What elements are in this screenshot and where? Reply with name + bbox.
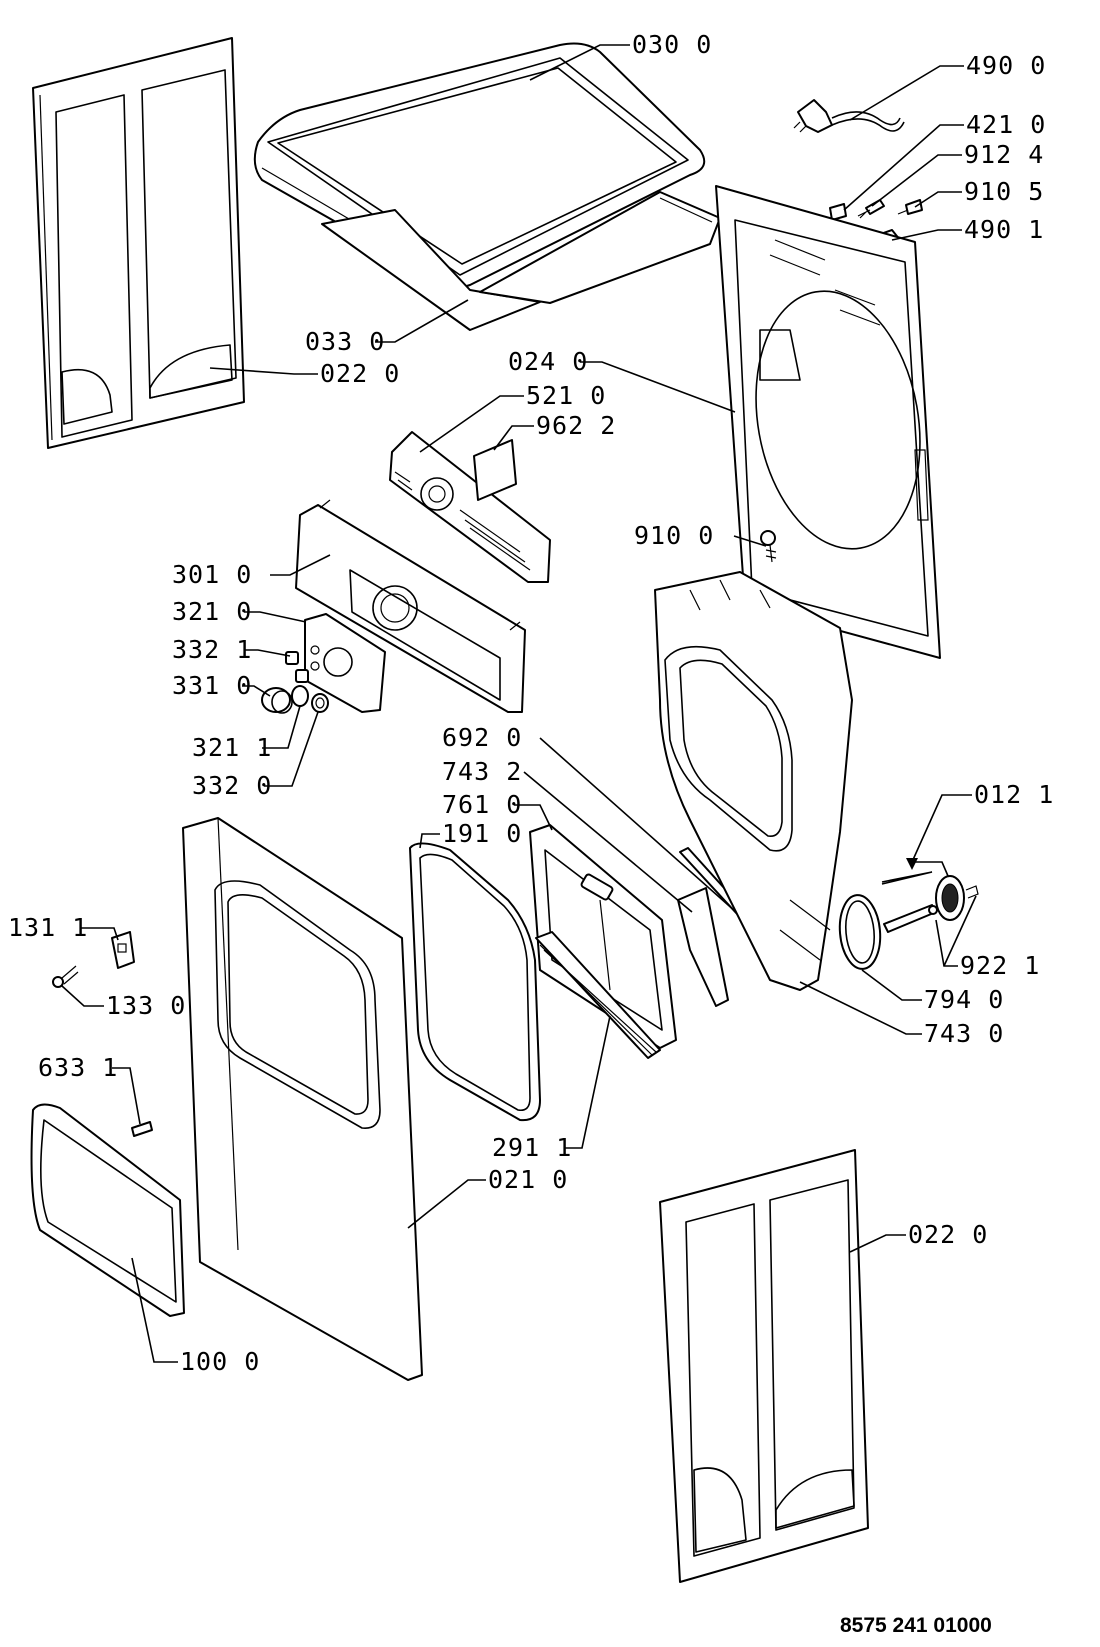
leader-9124	[871, 154, 962, 207]
program-knob	[261, 687, 293, 714]
hinge-1311	[111, 931, 135, 969]
leader-5210	[419, 395, 524, 453]
leader-4210	[843, 124, 964, 211]
label-3310: 331 0	[172, 671, 252, 700]
leader-0300	[529, 44, 630, 81]
leader-3010	[270, 554, 331, 576]
label-9622: 962 2	[536, 411, 616, 440]
label-6331: 633 1	[38, 1053, 118, 1082]
leader-0240	[580, 361, 736, 413]
pulley-shaft	[883, 904, 938, 933]
leader-7610	[514, 804, 553, 831]
label-0330: 033 0	[305, 327, 385, 356]
leader-0220b	[849, 1234, 906, 1253]
leader-4901	[891, 229, 962, 241]
leader-9105	[914, 191, 962, 208]
arrow-0121	[906, 858, 918, 870]
leader-3320	[264, 711, 319, 787]
screw-6331	[131, 1121, 153, 1137]
leader-9221b	[943, 895, 977, 967]
mains-cable	[793, 99, 905, 133]
label-3010: 301 0	[172, 560, 252, 589]
label-9100: 910 0	[634, 521, 714, 550]
label-sticker	[473, 439, 517, 501]
label-0121: 012 1	[974, 780, 1054, 809]
seal-7432	[677, 887, 729, 1007]
leader-1311	[80, 927, 119, 941]
label-0220b: 022 0	[908, 1220, 988, 1249]
label-2911: 291 1	[492, 1133, 572, 1162]
label-1000: 100 0	[180, 1347, 260, 1376]
label-0300: 030 0	[632, 30, 712, 59]
label-6920: 692 0	[442, 723, 522, 752]
front-bulkhead	[654, 571, 853, 991]
label-7940: 794 0	[924, 985, 1004, 1014]
pulley-wheel	[935, 875, 979, 921]
leader-0121c	[881, 871, 933, 885]
label-7432: 743 2	[442, 757, 522, 786]
label-3210: 321 0	[172, 597, 252, 626]
label-4210: 421 0	[966, 110, 1046, 139]
leader-7430	[799, 981, 922, 1035]
label-0220a: 022 0	[320, 359, 400, 388]
screw-9124	[857, 199, 885, 219]
label-0210: 021 0	[488, 1165, 568, 1194]
cable-clip	[829, 203, 847, 221]
part-labels: 030 0 490 0 421 0 912 4 910 5 490 1 033 …	[8, 30, 1054, 1376]
front-panel	[182, 817, 423, 1381]
leader-0121b	[912, 861, 949, 877]
screw-9100	[760, 530, 777, 563]
door-panel	[30, 1103, 185, 1317]
knob-button	[311, 693, 329, 713]
label-7430: 743 0	[924, 1019, 1004, 1048]
label-4901: 490 1	[964, 215, 1044, 244]
push-button-3321	[285, 651, 309, 683]
leader-2911	[564, 1015, 611, 1149]
leader-1330	[61, 985, 104, 1007]
document-number: 8575 241 01000	[840, 1614, 992, 1637]
leader-3210	[244, 611, 307, 623]
label-3211: 321 1	[192, 733, 272, 762]
label-9221: 922 1	[960, 951, 1040, 980]
drive-belt	[838, 894, 882, 970]
label-4900: 490 0	[966, 51, 1046, 80]
leader-1910	[419, 833, 440, 849]
label-9124: 912 4	[964, 140, 1044, 169]
leader-6920	[539, 737, 737, 913]
screw-9105	[897, 199, 923, 215]
label-0240: 024 0	[508, 347, 588, 376]
door-seal	[409, 842, 541, 1122]
leader-7432	[523, 771, 693, 913]
leader-0330	[375, 299, 469, 343]
label-3321: 332 1	[172, 635, 252, 664]
leader-3310	[242, 685, 271, 697]
label-7610: 761 0	[442, 790, 522, 819]
filter-frame	[535, 931, 661, 1059]
side-panel-left	[32, 37, 245, 449]
label-5210: 521 0	[526, 381, 606, 410]
leader-4900	[849, 65, 964, 121]
control-panel-fascia	[295, 499, 526, 713]
leader-3211	[262, 705, 301, 749]
side-panel-right	[659, 1149, 869, 1583]
leader-0220a	[209, 367, 318, 375]
knob-ring	[291, 685, 309, 707]
leader-9100	[733, 535, 767, 547]
leader-9622	[493, 425, 534, 451]
control-board	[389, 431, 551, 583]
label-1311: 131 1	[8, 913, 88, 942]
label-3320: 332 0	[192, 771, 272, 800]
leader-3321	[244, 649, 291, 657]
label-1330: 133 0	[106, 991, 186, 1020]
hinge-pin	[52, 965, 79, 988]
leader-1000	[131, 1257, 178, 1363]
leader-0210	[407, 1179, 486, 1229]
leader-7940	[861, 969, 922, 1001]
label-9105: 910 5	[964, 177, 1044, 206]
leader-lines	[61, 44, 977, 1363]
label-1910: 191 0	[442, 819, 522, 848]
leader-6331	[112, 1067, 141, 1125]
leader-0121	[911, 794, 972, 863]
